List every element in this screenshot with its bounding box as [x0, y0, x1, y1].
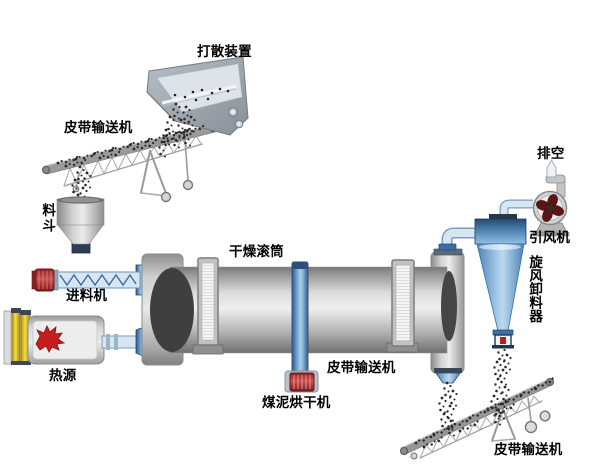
exhaust-pipe [546, 158, 557, 178]
hopper-graphic [56, 196, 105, 254]
feeder-label: 进料机 [66, 288, 108, 304]
belt-conveyor-bottom-graphic [400, 378, 554, 460]
induced-draft-fan-label: 引风机 [529, 230, 571, 246]
coal-slime-dryer-label: 煤泥烘干机 [262, 395, 331, 411]
mid-belt-conveyor-graphic [284, 261, 319, 393]
belt-conveyor-top-label: 皮带输送机 [64, 120, 133, 136]
discharge-housing-fittings [433, 243, 463, 384]
belt-conveyor-bottom-label: 皮带输送机 [494, 442, 563, 458]
belt-conveyor-middle-label: 皮带输送机 [327, 360, 396, 376]
cyclone-discharger-label: 旋风卸料器 [526, 255, 543, 323]
heat-source-graphic [3, 308, 151, 365]
exhaust-duct-pipes [441, 199, 533, 251]
hopper-label: 料斗 [39, 203, 56, 234]
drying-drum-label: 干燥滚筒 [229, 244, 284, 260]
scatter-device-label: 打散装置 [197, 44, 252, 60]
drying-drum-graphic [141, 251, 465, 374]
exhaust-label: 排空 [537, 146, 565, 162]
flame-icon [35, 325, 66, 353]
cyclone-discharger-graphic [474, 214, 527, 349]
fan-blades-icon [536, 194, 564, 222]
heat-source-label: 热源 [49, 368, 77, 384]
scatter-device-graphic [146, 56, 249, 136]
induced-draft-fan-graphic [532, 158, 570, 237]
screw-feeder-graphic [31, 264, 147, 296]
